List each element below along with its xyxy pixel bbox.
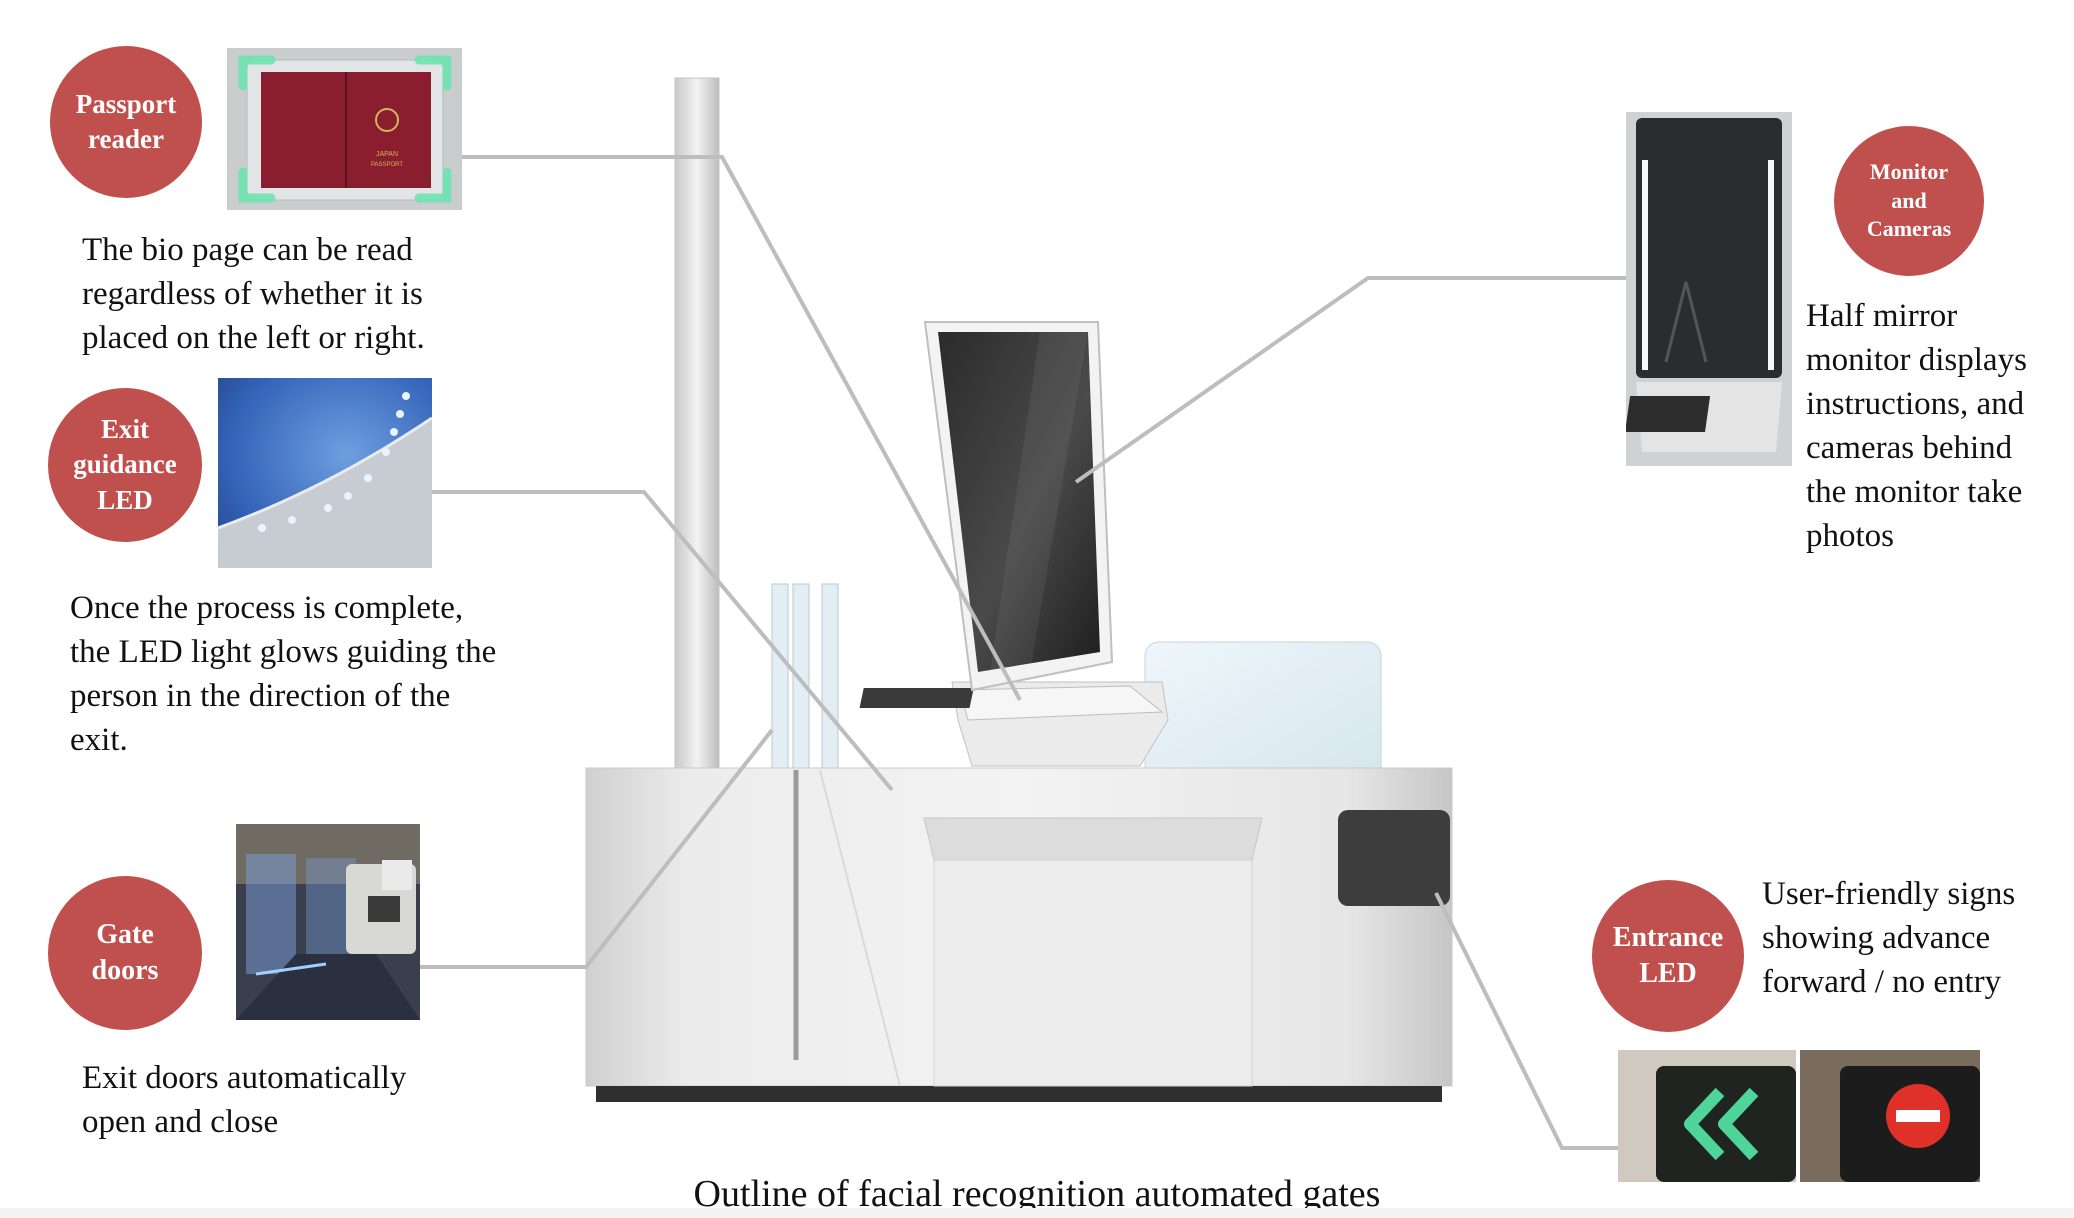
passport-reader-label: Passport reader — [75, 88, 177, 154]
double-chevron-icon — [1684, 1087, 1759, 1161]
front-recess — [923, 817, 1263, 861]
kiosk-reader-tray — [959, 685, 1164, 721]
leader-line-passport — [462, 155, 1022, 701]
monitor-cameras-photo — [1626, 112, 1792, 466]
gate-glass-panel — [821, 583, 839, 775]
gate-doors-description: Exit doors automatically open and close — [82, 1060, 407, 1140]
kiosk-monitor-screen — [938, 332, 1100, 672]
rear-glass-shield — [1144, 641, 1382, 783]
passport-reader-description: The bio page can be read regardless of w… — [82, 232, 425, 356]
gate-doors-photo — [236, 824, 420, 1020]
gate-doors-label: Gate doors — [91, 918, 159, 986]
gate-doors-badge: Gate doors — [48, 876, 202, 1030]
monitor-cameras-badge: Monitor and Cameras — [1834, 126, 1984, 276]
exit-led-label: Exit guidance LED — [73, 414, 177, 515]
entrance-led-label: Entrance LED — [1612, 921, 1724, 989]
leader-line-entrance-led — [1434, 892, 1618, 1150]
kiosk-reader-glass — [859, 688, 974, 708]
monitor-cameras-label: Monitor and Cameras — [1866, 159, 1952, 242]
entrance-led-forward-photo — [1618, 1050, 1796, 1182]
exit-led-description: Once the process is complete, the LED li… — [70, 590, 497, 758]
entrance-led-badge: Entrance LED — [1592, 880, 1744, 1032]
bottom-strip — [0, 1208, 2074, 1218]
gate-glass-panel — [771, 583, 789, 775]
side-display-window — [1338, 810, 1450, 906]
leader-line-monitor — [1074, 276, 1626, 484]
entrance-led-description: User-friendly signs showing advance forw… — [1762, 876, 2016, 1000]
leader-lines — [420, 155, 1626, 1150]
monitor-cameras-description: Half mirror monitor displays instruction… — [1806, 298, 2027, 554]
gate-base-shadow — [596, 1086, 1442, 1102]
entrance-led-no-entry-photo — [1800, 1050, 1980, 1182]
leader-line-exit-led — [432, 490, 894, 792]
passport-reader-photo: JAPAN PASSPORT — [227, 48, 462, 210]
gate-pole — [674, 77, 720, 769]
leader-line-gate-doors — [420, 728, 774, 969]
passport-word-text: PASSPORT — [371, 162, 403, 168]
passport-country-text: JAPAN — [376, 151, 398, 158]
passport-reader-badge: Passport reader — [50, 46, 202, 198]
exit-led-badge: Exit guidance LED — [48, 388, 202, 542]
exit-led-photo — [218, 378, 432, 568]
